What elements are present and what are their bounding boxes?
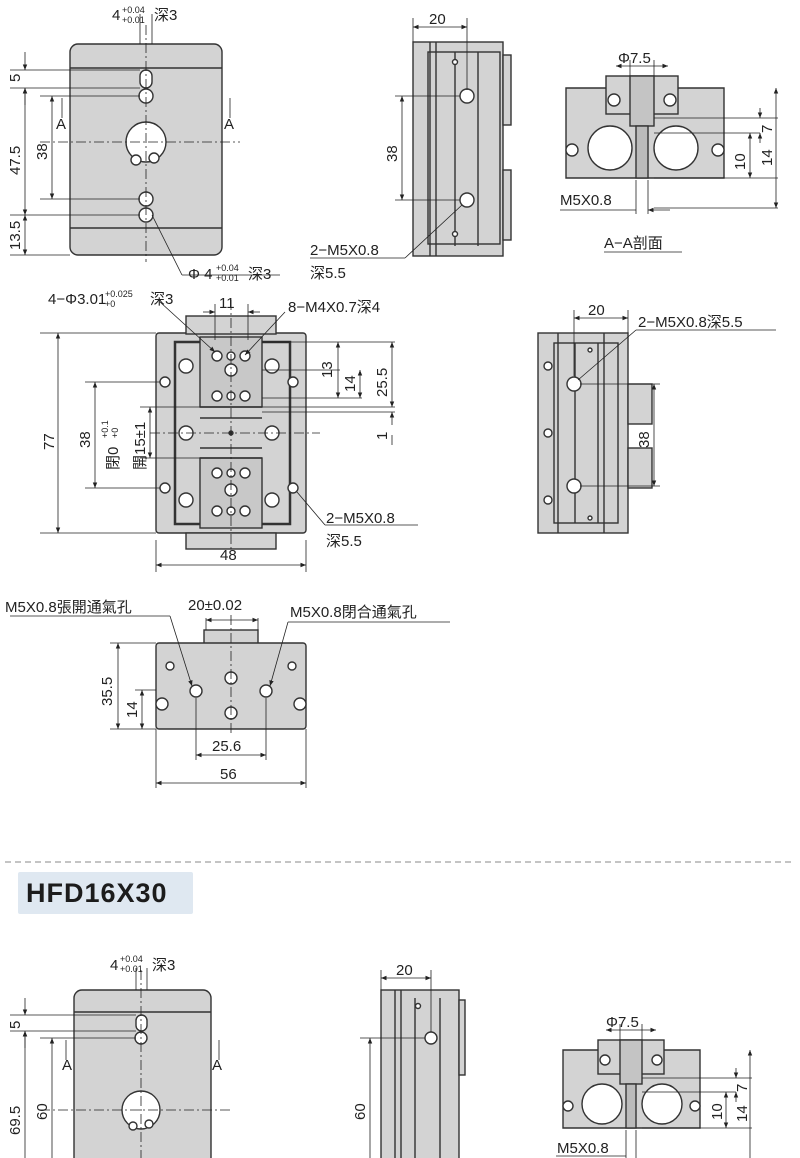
v3-section: A−A剖面 <box>604 235 663 252</box>
v6-d35: 35.5 <box>99 677 116 706</box>
v5-h38: 38 <box>636 431 653 448</box>
v7-d5: 5 <box>7 1021 24 1029</box>
v2-h38: 38 <box>384 145 401 162</box>
view4-dims <box>40 300 418 572</box>
v7-top-tol-low: +0.01 <box>120 964 143 974</box>
view9-dims <box>556 1024 753 1158</box>
v1-top-tol-up: +0.04 <box>122 5 145 15</box>
v7-d60: 60 <box>34 1103 51 1120</box>
view-side-top-16 <box>380 989 466 1158</box>
v1-pin-tol-up: +0.04 <box>216 263 239 273</box>
series-title-box <box>18 872 193 914</box>
v4-hole-label: 4−Φ3.01 <box>48 291 106 308</box>
v1-A-right: A <box>224 116 234 133</box>
v7-top-tol-up: +0.04 <box>120 954 143 964</box>
v7-d69: 69.5 <box>7 1106 24 1135</box>
v9-d10: 10 <box>709 1103 726 1120</box>
v9-d7: 7 <box>734 1084 751 1092</box>
view3-dims <box>560 60 779 253</box>
v4-close-tol-up: +0.1 <box>100 420 110 438</box>
v4-d14: 14 <box>342 375 359 392</box>
view-section-16 <box>562 1039 701 1129</box>
view1-dims <box>10 14 280 276</box>
v1-d47: 47.5 <box>7 146 24 175</box>
v1-top-depth: 深3 <box>154 7 177 24</box>
v6-w56: 56 <box>220 766 237 783</box>
view5-dims <box>573 310 776 487</box>
v8-h60: 60 <box>352 1103 369 1120</box>
v9-thread: M5X0.8 <box>557 1140 609 1157</box>
v4-d77: 77 <box>41 433 58 450</box>
v1-pin-prefix: Φ 4 <box>188 266 212 283</box>
v4-d11: 11 <box>219 295 235 312</box>
v2-w20: 20 <box>429 11 446 28</box>
v4-d13: 13 <box>319 361 336 378</box>
view-top-front-16 <box>73 989 212 1158</box>
v3-phi: Φ7.5 <box>618 50 651 67</box>
view7-dims <box>10 968 230 1158</box>
v5-thread: 2−M5X0.8深5.5 <box>638 314 743 331</box>
view-section-aa <box>565 75 725 179</box>
v7-top-label: 4 <box>110 957 118 974</box>
v2-thread: 2−M5X0.8 <box>310 242 379 259</box>
v4-close-tol-low: +0 <box>110 428 120 438</box>
v4-thread2: 2−M5X0.8 <box>326 510 395 527</box>
v4-d38: 38 <box>77 431 94 448</box>
v4-thread2-depth: 深5.5 <box>326 533 362 550</box>
view-side-main <box>537 332 653 534</box>
v4-hole-depth: 深3 <box>150 291 173 308</box>
v6-d25: 25.6 <box>212 738 241 755</box>
v3-d14: 14 <box>759 149 776 166</box>
v9-phi: Φ7.5 <box>606 1014 639 1031</box>
v4-thread8: 8−M4X0.7深4 <box>288 299 380 316</box>
v3-d10: 10 <box>732 153 749 170</box>
series-title: HFD16X30 <box>26 878 168 908</box>
v8-w20: 20 <box>396 962 413 979</box>
v3-d7: 7 <box>759 125 776 133</box>
v9-d14: 14 <box>734 1105 751 1122</box>
v1-top-label: 4 <box>112 7 120 24</box>
view8-dims <box>360 970 432 1158</box>
v7-top-depth: 深3 <box>152 957 175 974</box>
v2-thread-depth: 深5.5 <box>310 265 346 282</box>
view6-dims <box>10 615 450 788</box>
v4-hole-tol-up: +0.025 <box>105 289 133 299</box>
v7-A-left: A <box>62 1057 72 1074</box>
v4-d1: 1 <box>374 432 391 440</box>
v1-A-left: A <box>56 116 66 133</box>
view2-dims <box>310 18 468 259</box>
v1-pin-depth: 深3 <box>248 266 271 283</box>
v3-thread: M5X0.8 <box>560 192 612 209</box>
v4-close: 閉0 <box>105 447 122 470</box>
view-bottom <box>155 629 307 730</box>
v6-open-port: M5X0.8張開通氣孔 <box>5 599 132 616</box>
v4-w48: 48 <box>220 547 237 564</box>
v5-w20: 20 <box>588 302 605 319</box>
v4-hole-tol-low: +0 <box>105 299 115 309</box>
v1-d38: 38 <box>34 143 51 160</box>
v6-d14: 14 <box>124 701 141 718</box>
v4-d25: 25.5 <box>374 368 391 397</box>
v1-pin-tol-low: +0.01 <box>216 273 239 283</box>
v1-top-tol-low: +0.01 <box>122 15 145 25</box>
v6-close-port: M5X0.8閉合通氣孔 <box>290 604 417 621</box>
view-side-top <box>412 41 512 257</box>
v4-open: 開15±1 <box>132 422 149 470</box>
v1-d5: 5 <box>7 74 24 82</box>
v6-pitch: 20±0.02 <box>188 597 242 614</box>
v1-d13: 13.5 <box>7 221 24 250</box>
v7-A-right: A <box>212 1057 222 1074</box>
